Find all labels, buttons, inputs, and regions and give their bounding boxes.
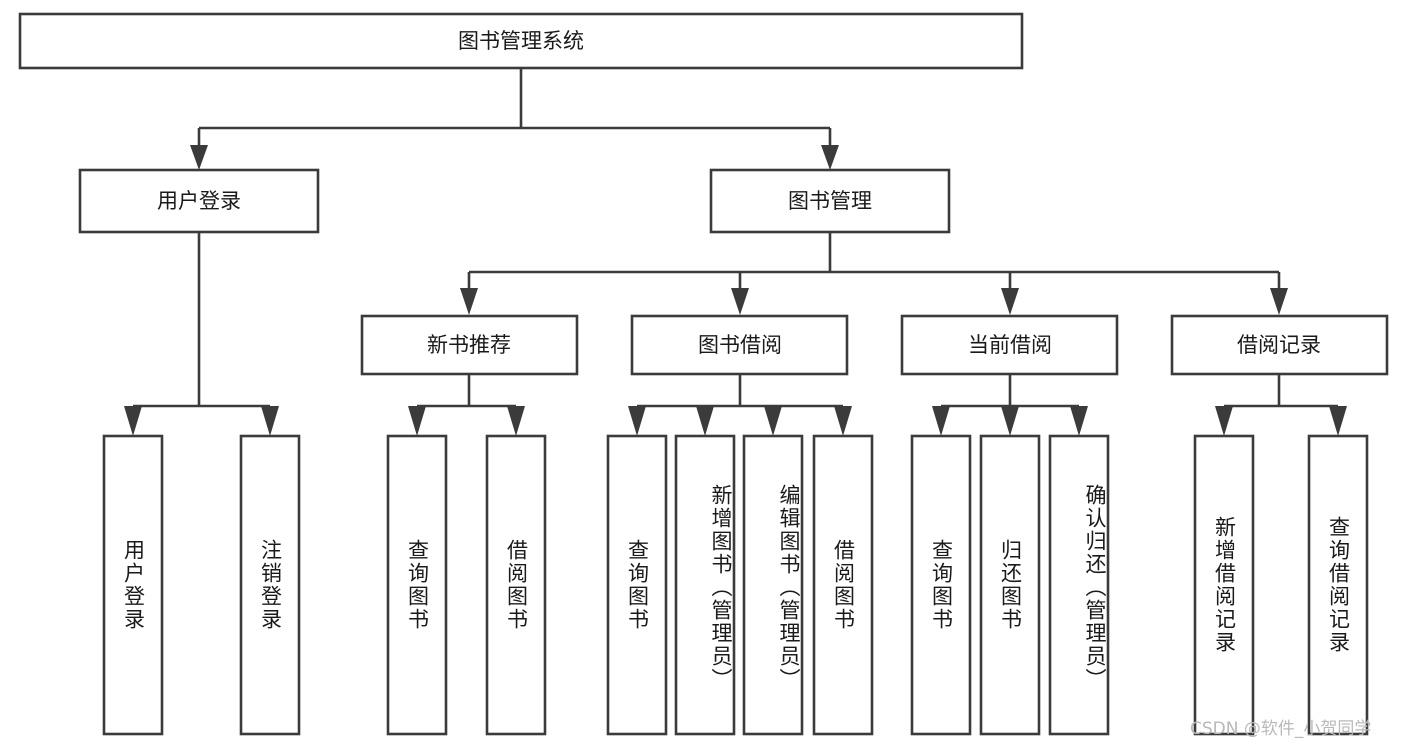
current-borrow-box[interactable] [900, 314, 1119, 376]
node-book-borrow[interactable]: 图书借阅 [630, 314, 849, 376]
user-login-label: 用户登录 [157, 189, 241, 213]
watermark-text: CSDN @软件_小贺同学 [1190, 719, 1372, 739]
leaf-box-logout[interactable] [239, 434, 301, 736]
leaf-box-add-borrow-record[interactable] [1193, 434, 1255, 736]
arrow-head-book-borrow [731, 288, 749, 315]
arrow-head-leaf-newbook-2 [507, 406, 525, 436]
leaf-box-borrow-book[interactable] [812, 434, 874, 736]
new-book-recommend-box[interactable] [360, 314, 579, 376]
arrow-head-leaf-bookborrow-1 [628, 406, 646, 436]
leaf-box-query-borrow-record[interactable] [1307, 434, 1369, 736]
arrow-head-book-manage [821, 145, 839, 170]
book-borrow-box[interactable] [630, 314, 849, 376]
arrow-head-leaf-currentborrow-1 [932, 406, 950, 436]
arrow-head-leaf-currentborrow-3 [1070, 406, 1088, 436]
node-book-manage[interactable]: 图书管理 [709, 168, 951, 234]
arrow-head-borrow-record [1270, 288, 1288, 315]
new-book-recommend-label: 新书推荐 [427, 333, 511, 357]
node-borrow-record[interactable]: 借阅记录 [1170, 314, 1389, 376]
arrow-head-leaf-bookborrow-3 [764, 406, 782, 436]
borrow-record-box[interactable] [1170, 314, 1389, 376]
book-manage-label: 图书管理 [788, 189, 872, 213]
arrow-head-current-borrow [1001, 288, 1019, 315]
leaf-box-confirm-return-admin[interactable] [1048, 434, 1110, 736]
leaf-box-query-book-newbook[interactable] [386, 434, 448, 736]
arrow-head-leaf-borrowrecord-1 [1215, 406, 1233, 436]
arrow-head-leaf-borrowrecord-2 [1329, 406, 1347, 436]
arrow-head-leaf-bookborrow-2 [696, 406, 714, 436]
leaf-box-add-book-admin[interactable] [674, 434, 736, 736]
root-box[interactable] [18, 12, 1024, 70]
node-root[interactable]: 图书管理系统 [18, 12, 1024, 70]
leaf-box-query-book-current[interactable] [910, 434, 972, 736]
leaf-box-return-book[interactable] [979, 434, 1041, 736]
book-manage-box[interactable] [709, 168, 951, 234]
leaf-box-borrow-book-newbook[interactable] [485, 434, 547, 736]
borrow-record-label: 借阅记录 [1237, 333, 1321, 357]
leaf-box-user-login[interactable] [102, 434, 164, 736]
node-new-book-recommend[interactable]: 新书推荐 [360, 314, 579, 376]
node-current-borrow[interactable]: 当前借阅 [900, 314, 1119, 376]
leaf-box-query-book-borrow[interactable] [606, 434, 668, 736]
arrow-head-new-book [460, 288, 478, 315]
arrow-head-leaf-newbook-1 [408, 406, 426, 436]
arrow-head-leaf-user-login-2 [261, 406, 279, 436]
arrow-head-user-login [190, 145, 208, 170]
arrow-head-leaf-user-login-1 [124, 406, 142, 436]
arrow-head-leaf-currentborrow-2 [1001, 406, 1019, 436]
arrow-head-leaf-bookborrow-4 [834, 406, 852, 436]
node-user-login[interactable]: 用户登录 [78, 168, 320, 234]
book-borrow-label: 图书借阅 [698, 333, 782, 357]
current-borrow-label: 当前借阅 [968, 333, 1052, 357]
root-label: 图书管理系统 [458, 29, 584, 53]
leaf-box-edit-book-admin[interactable] [742, 434, 804, 736]
